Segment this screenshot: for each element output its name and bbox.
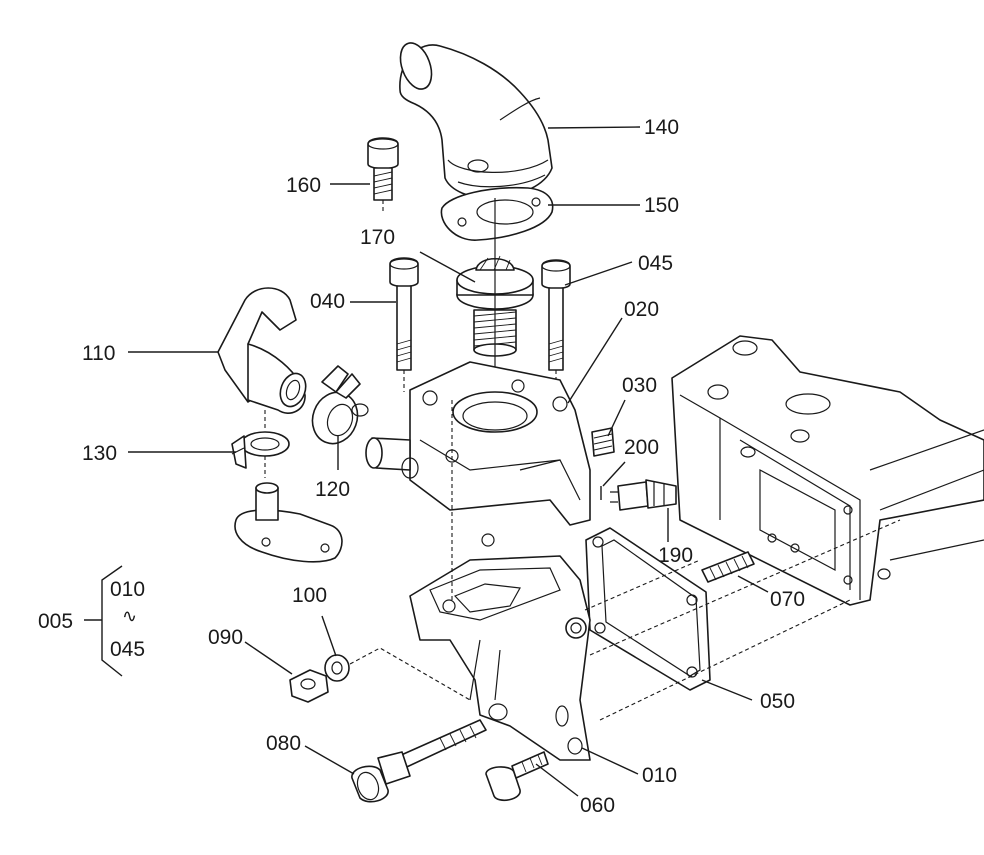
assembly-range-separator: ∿	[122, 606, 137, 626]
callout-020: 020	[624, 298, 659, 321]
callout-045: 045	[638, 252, 673, 275]
assembly-range-to: 045	[110, 638, 145, 661]
stud-070	[701, 551, 755, 583]
bolt-060	[485, 751, 549, 802]
callout-060: 060	[580, 794, 615, 817]
clip-120	[311, 365, 369, 445]
callout-190: 190	[658, 544, 693, 567]
projection-line	[599, 599, 851, 721]
callout-080: 080	[266, 732, 301, 755]
assembly-number: 005	[38, 610, 73, 633]
assembly-bracket	[84, 565, 123, 677]
engine-block	[671, 335, 984, 606]
callout-090: 090	[208, 626, 243, 649]
hose-110	[217, 287, 307, 414]
callout-130: 130	[82, 442, 117, 465]
nut-090	[289, 669, 329, 703]
callout-010: 010	[642, 764, 677, 787]
callout-150: 150	[644, 194, 679, 217]
thermostat-170	[456, 198, 534, 440]
callout-120: 120	[315, 478, 350, 501]
bolt-045	[541, 259, 571, 400]
callout-100: 100	[292, 584, 327, 607]
clip-130	[231, 410, 290, 478]
callout-140: 140	[644, 116, 679, 139]
callout-170: 170	[360, 226, 395, 249]
callout-160: 160	[286, 174, 321, 197]
water-flange-140	[399, 42, 553, 200]
bolt-040	[389, 257, 419, 392]
leader-lines	[128, 126, 769, 797]
callout-200: 200	[624, 436, 659, 459]
callout-040: 040	[310, 290, 345, 313]
callout-050: 050	[760, 690, 795, 713]
bolt-160	[367, 137, 399, 214]
callout-110: 110	[82, 342, 115, 365]
pipe-flange	[234, 482, 343, 563]
assembly-range-from: 010	[110, 578, 145, 601]
lower-housing-010	[409, 400, 591, 761]
gasket-050	[585, 527, 711, 691]
washer-100	[324, 647, 471, 701]
projection-line	[589, 519, 901, 656]
callout-070: 070	[770, 588, 805, 611]
sensor-190	[610, 479, 677, 511]
plug-030	[591, 427, 615, 457]
thermostat-housing-020	[365, 361, 591, 526]
bolt-080	[351, 719, 487, 803]
callout-030: 030	[622, 374, 657, 397]
gasket-150	[440, 186, 554, 241]
